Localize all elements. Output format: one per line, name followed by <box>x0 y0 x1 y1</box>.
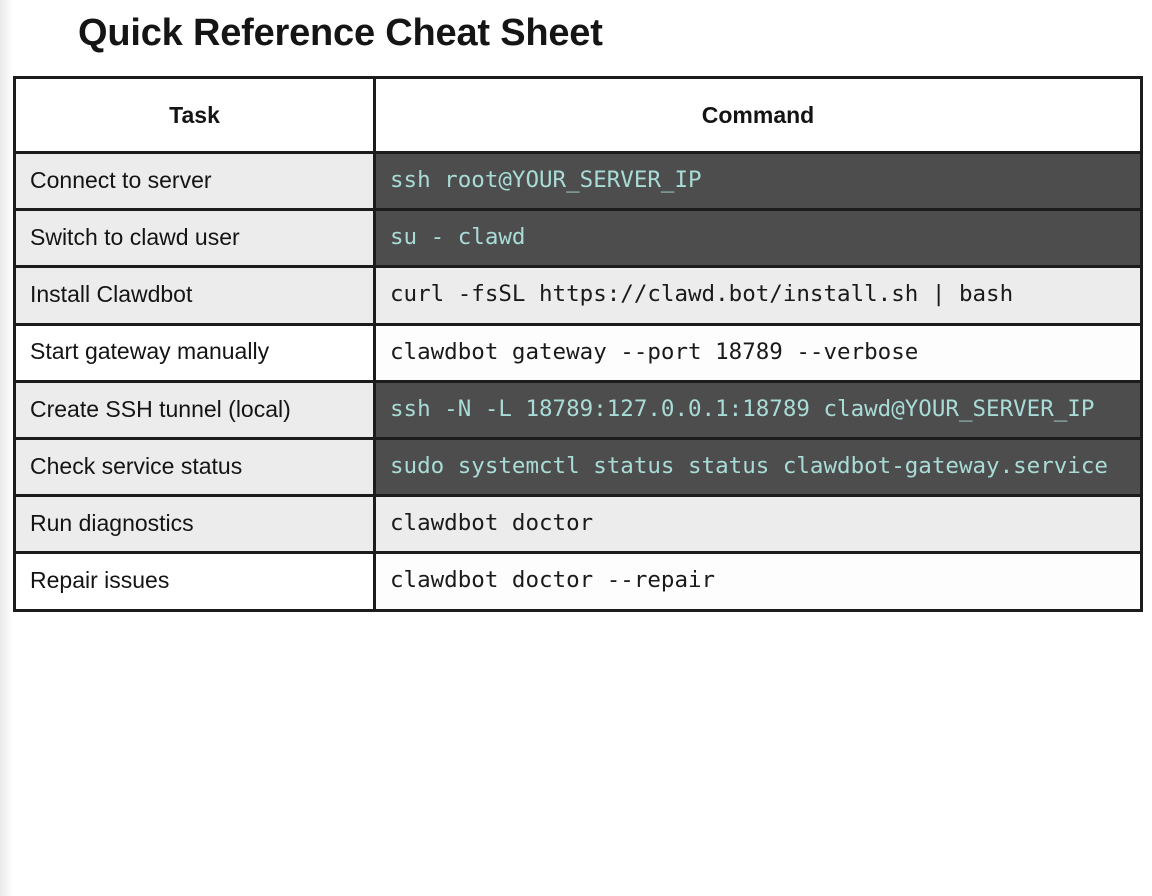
page-edge-shading <box>0 0 14 896</box>
command-cell[interactable]: clawdbot gateway --port 18789 --verbose <box>373 322 1143 382</box>
command-cell[interactable]: clawdbot doctor --repair <box>373 551 1143 610</box>
column-header-command: Command <box>373 76 1143 154</box>
table-header: Task Command <box>13 76 1143 154</box>
task-cell: Install Clawdbot <box>13 265 376 325</box>
command-cell[interactable]: ssh -N -L 18789:127.0.0.1:18789 clawd@YO… <box>373 379 1143 439</box>
table-row: Create SSH tunnel (local)ssh -N -L 18789… <box>13 379 1143 439</box>
task-cell: Check service status <box>13 436 376 496</box>
command-cell[interactable]: clawdbot doctor <box>373 494 1143 553</box>
command-cell[interactable]: ssh root@YOUR_SERVER_IP <box>373 150 1143 210</box>
task-cell: Run diagnostics <box>13 494 376 553</box>
task-cell: Create SSH tunnel (local) <box>13 379 376 439</box>
task-cell: Switch to clawd user <box>13 208 376 267</box>
command-cell[interactable]: curl -fsSL https://clawd.bot/install.sh … <box>373 265 1143 325</box>
task-cell: Start gateway manually <box>13 322 376 382</box>
task-cell: Connect to server <box>13 150 376 210</box>
column-header-task: Task <box>13 76 376 154</box>
task-cell: Repair issues <box>13 551 376 610</box>
command-cell[interactable]: sudo systemctl status status clawdbot-ga… <box>373 436 1143 496</box>
page-title: Quick Reference Cheat Sheet <box>78 12 603 54</box>
table-header-row: Task Command <box>13 76 1143 154</box>
command-cell[interactable]: su - clawd <box>373 208 1143 267</box>
